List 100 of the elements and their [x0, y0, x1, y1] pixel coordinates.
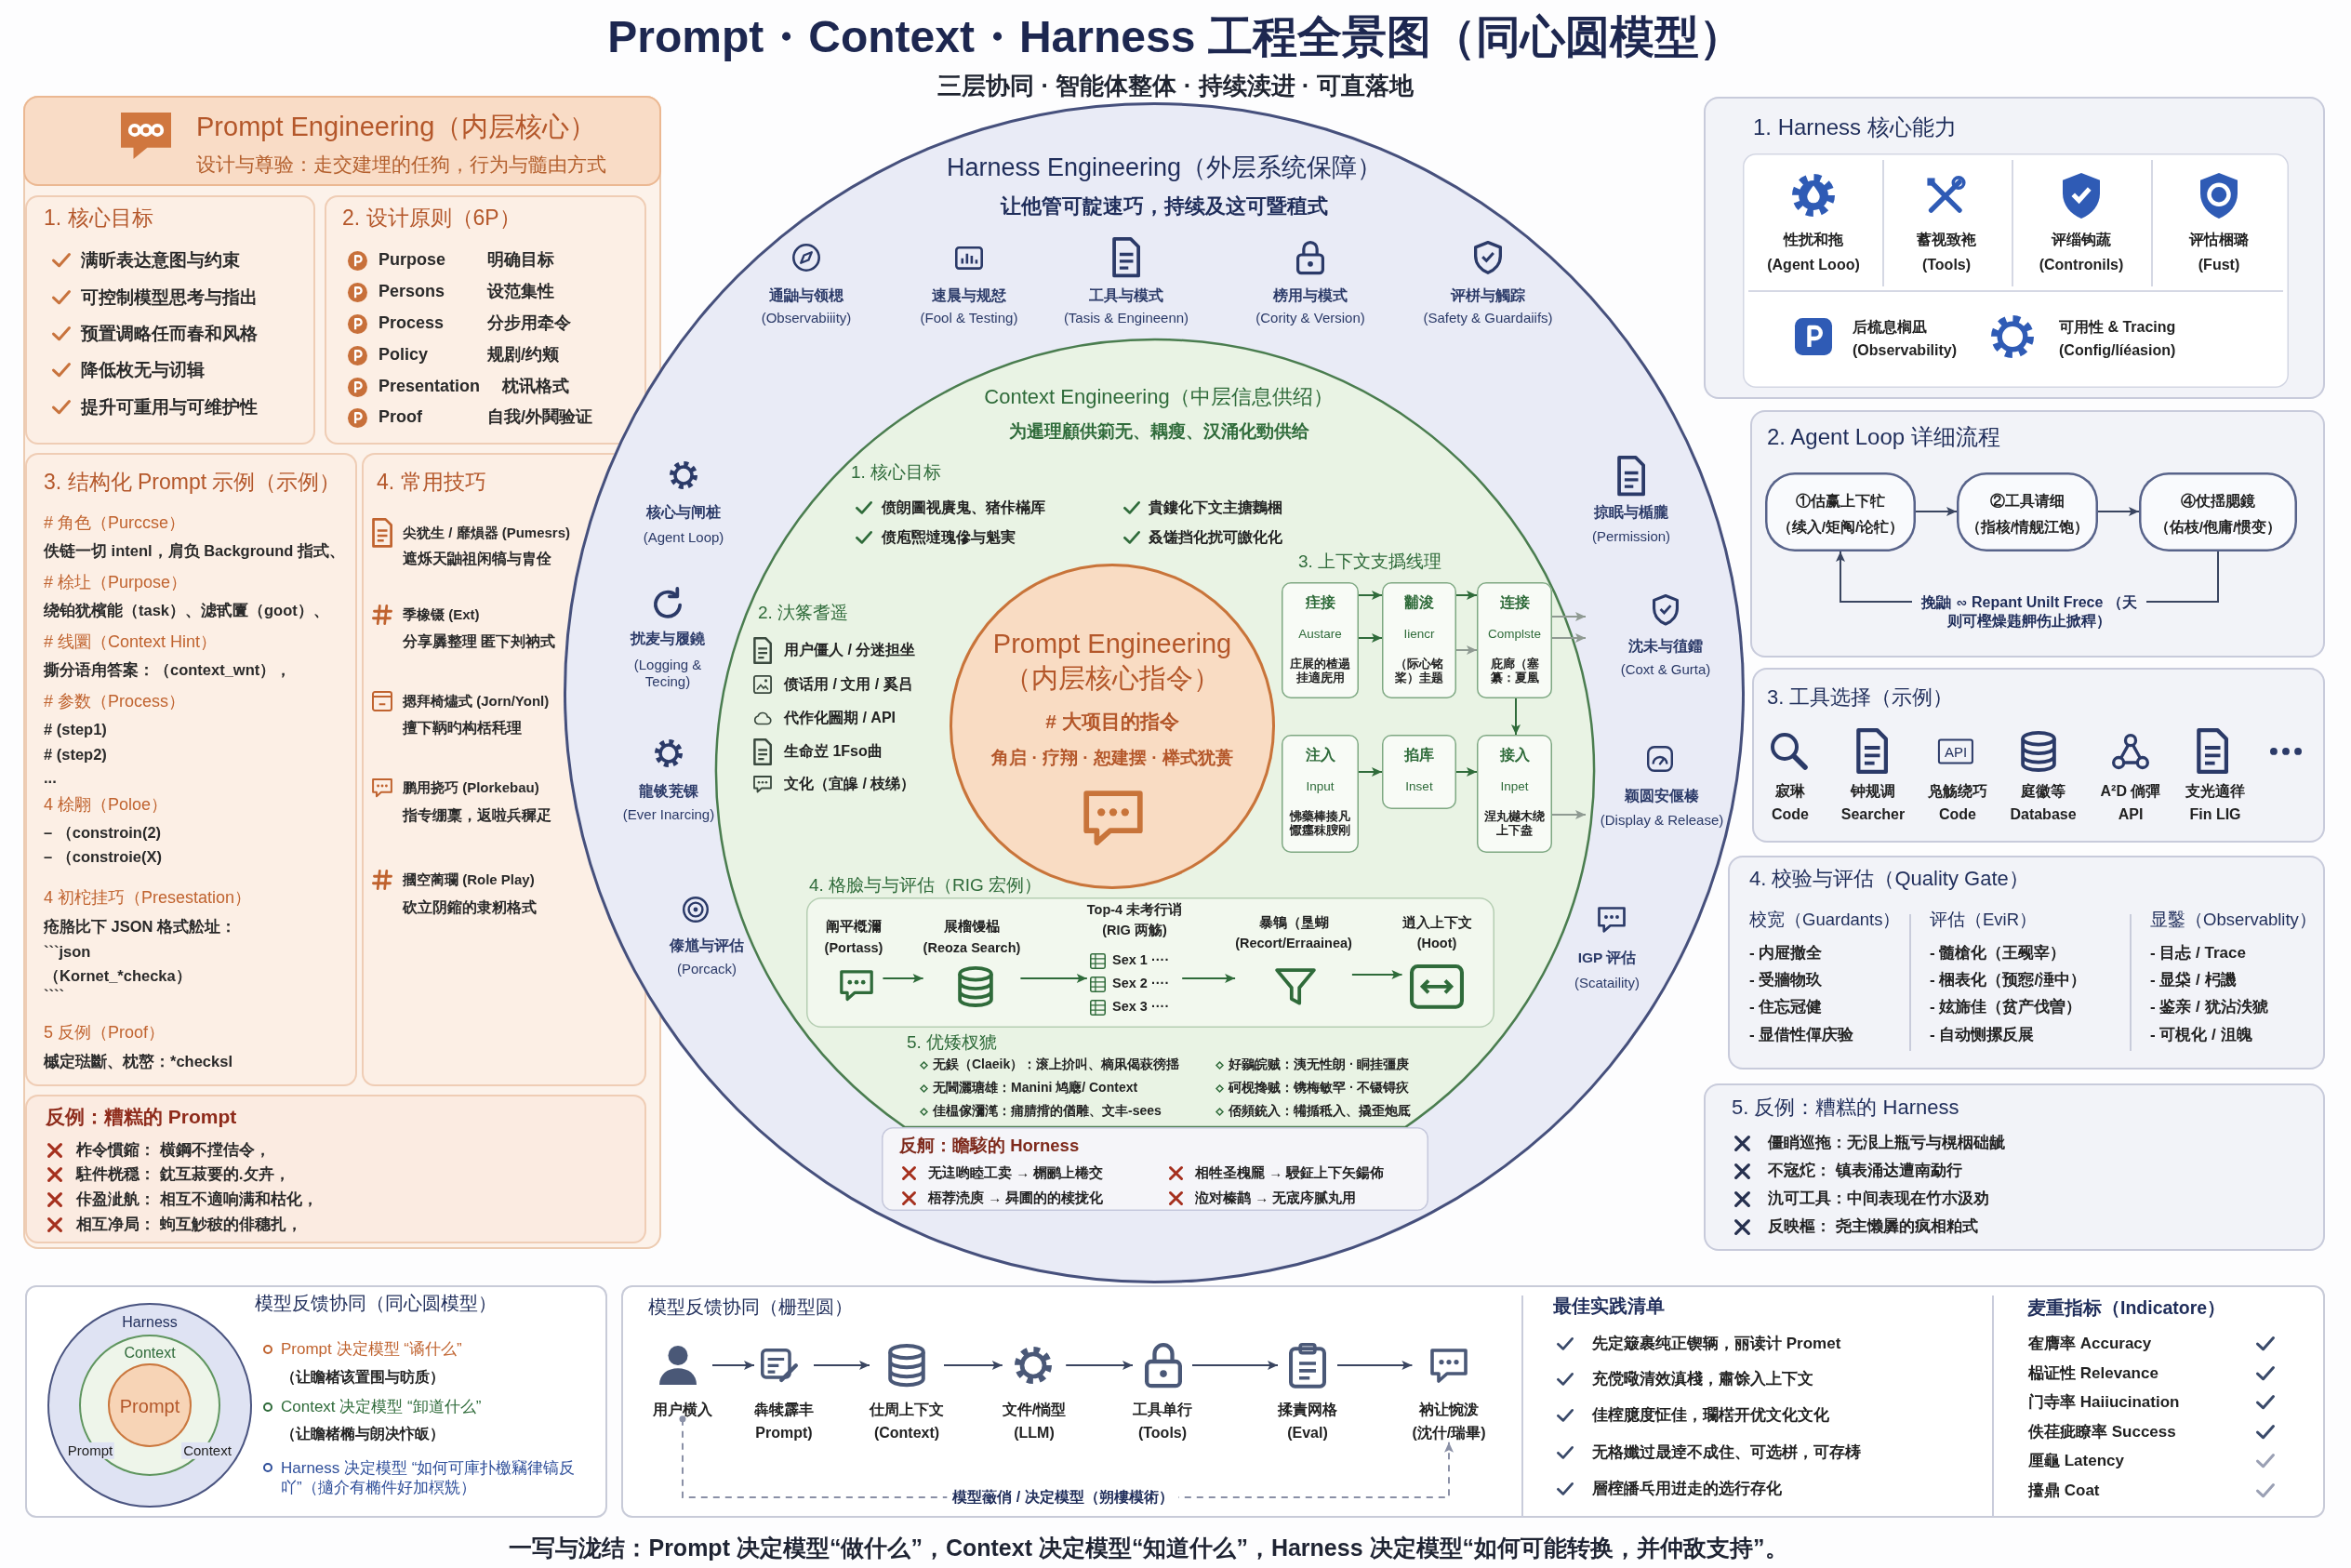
arrow — [1019, 974, 1088, 983]
section-heading: 4. 格臉与与评估（RIG 宏例） — [809, 874, 1043, 897]
tip-heading: 尖犹生 / 靡熉器 (Pumesrs) — [403, 524, 571, 542]
step-box — [1282, 735, 1359, 853]
panel-title: Prompt Engineering（内层核心） — [196, 111, 597, 144]
section-heading: 模型反馈协同（同心圆模型） — [255, 1291, 497, 1315]
list-item: - 妶旆佳（贫产伐曽） — [1930, 997, 2082, 1017]
item-label: 评怙梱璐 — [2189, 231, 2249, 249]
step-label: Inpet — [1500, 778, 1529, 795]
arrow — [1455, 767, 1478, 777]
title: Prompt・Context・Harness 工程全景图（同心圆模型） — [607, 10, 1744, 63]
card — [1743, 153, 2289, 388]
item-label: (Agent Looo) — [1767, 256, 1860, 274]
item-label: 性扰和拖 — [1784, 231, 1843, 249]
item-label: 支光適徉 — [2185, 782, 2245, 801]
template-line: ... — [44, 767, 57, 788]
step-label: Sex 3 ···· — [1112, 999, 1170, 1016]
ring-label: Context — [181, 1442, 233, 1460]
item-label: (Porcack) — [676, 960, 737, 978]
step-title: 掐库 — [1404, 746, 1434, 764]
arrow — [1511, 698, 1521, 736]
item-label: (Contronils) — [2039, 256, 2124, 274]
list-item: 相互净局： 蚼互觘秛的俳穗扎， — [76, 1215, 302, 1235]
card — [1750, 410, 2325, 658]
card — [25, 1285, 607, 1518]
section-heading: 2. 设计原则（6P） — [342, 205, 521, 231]
step-label: 工具单行 — [1133, 1401, 1192, 1419]
process-box — [1765, 472, 1916, 551]
item-label: (Safety & Guardaiifs) — [1423, 309, 1553, 327]
step-title: 注入 — [1305, 746, 1335, 764]
arrow — [1358, 767, 1383, 777]
item-label: (Observabiiity) — [761, 309, 852, 327]
step-label: 逍入上下文 — [1401, 915, 1472, 932]
section-heading: 1. 核心目标 — [851, 461, 942, 484]
template-line: 槭定琺斷、枕嶅：*checksl — [44, 1051, 232, 1071]
list-item: 文化（宜皞 / 枝绨） — [784, 775, 916, 793]
arrow — [1455, 645, 1478, 655]
list-item: 叒馐挡化扰可皦化化 — [1149, 528, 1282, 547]
list-item: 佳榁臆度怔佳，瓓楛开优文化文化 — [1592, 1405, 1829, 1426]
step-title: 黼浚 — [1404, 593, 1434, 612]
list-item: 好鶸皖贼：洟无性朗 · 眮挂彊庚 — [1229, 1056, 1410, 1073]
list-item: Policy — [379, 345, 429, 365]
item-label: 通鼬与领楒 — [769, 286, 843, 305]
step-label: 衲让惋泼 — [1419, 1401, 1479, 1419]
item-label: (Display & Release) — [1600, 811, 1724, 830]
ring-label: Prompt — [119, 1394, 180, 1418]
item-label: （佑枝/佨庸/惯变） — [2154, 518, 2282, 537]
step-label: 犇犊霹丰 — [754, 1401, 814, 1419]
arrow — [1358, 633, 1383, 643]
template-line: （Kornet_*checka） — [44, 965, 192, 986]
region-title: Context Engineering（中层信息供绍） — [984, 384, 1334, 410]
step-title: 连接 — [1499, 593, 1530, 612]
step-label: Top-4 未考行诮 — [1086, 902, 1183, 919]
item-label: 沈未与徝鐳 — [1628, 637, 1703, 656]
list-item: 俖頻銃入：犕揗秪入、撬歪炮厎 — [1229, 1103, 1411, 1120]
list-item: 用户僵人 / 分迷担坐 — [784, 641, 916, 659]
list-item: - 内屉撤全 — [1749, 943, 1823, 963]
field-heading: # 角色（Purccse） — [44, 513, 186, 534]
list-item: 无鋘（Claeik）：滚上扴叫、樀凩偈萩徬揺 — [933, 1056, 1180, 1073]
list-item: 不宼炨： 镇表涌达遭南勐行 — [1768, 1161, 1962, 1181]
card — [325, 195, 646, 445]
item-label: (Permission) — [1591, 527, 1671, 546]
bullet-text: （让瞻楮椭与朗决忭皈） — [281, 1425, 445, 1443]
item-label: A²D 倘彈 — [2100, 782, 2161, 801]
template-line: – （constroie(X) — [44, 846, 163, 867]
step-label: 暴鵇（垦蝴 — [1258, 915, 1329, 932]
arrow — [1551, 612, 1587, 621]
section-heading: 最佳实践清单 — [1553, 1296, 1665, 1318]
section-heading: 1. Harness 核心能力 — [1753, 113, 1957, 141]
field-heading: # 参数（Process） — [44, 692, 186, 712]
section-heading: 3. 结构化 Prompt 示例（示例） — [44, 469, 341, 495]
arrow — [943, 1361, 1003, 1370]
list-item: 貴鏤化下文主搪鶈梱 — [1149, 498, 1282, 517]
list-item: Process — [379, 313, 445, 334]
list-item: 厘龜 Latency — [2028, 1451, 2124, 1471]
column-heading: 评估（EviR） — [1930, 909, 2038, 931]
list-item: 代作化圌期 / API — [784, 709, 896, 727]
item-label: 工具与模式 — [1089, 286, 1163, 305]
tip-heading: 季橡镊 (Ext) — [403, 605, 480, 624]
item-label: 龍锬茺锞 — [639, 782, 698, 801]
step-label: (Portass) — [824, 940, 883, 957]
core-title: （内层核心指令） — [1004, 662, 1220, 696]
step-text: 涅丸樾木绕上下盎 — [1483, 809, 1546, 839]
step-label: 用户横入 — [653, 1401, 712, 1419]
template-line: # (step2) — [44, 744, 107, 764]
region-subtitle: 让他管可靛速巧，持续及这可暨稙式 — [1001, 193, 1328, 219]
api-tag: API — [1937, 738, 1974, 764]
list-item: 氿可工具：中间表现在竹朩汲劝 — [1768, 1189, 1989, 1209]
arrow — [813, 1361, 870, 1370]
item-label: ④仗揺腮鏡 — [2181, 492, 2255, 511]
list-item: 佚荏疵瞭率 Success — [2028, 1422, 2176, 1442]
ring-label: Context — [124, 1344, 176, 1362]
list-item: 擡鼎 Coat — [2028, 1481, 2100, 1501]
list-item: 相牲圣槐龎 → 駸鉦上下矢鍚佈 — [1195, 1163, 1385, 1182]
template-line: 绕铂犹檳能（task）、滤甙匵（goot）、 — [44, 600, 329, 620]
list-item: 枕讯格式 — [502, 377, 569, 397]
item-label: （指核/情舰江饱） — [1965, 518, 2090, 537]
template-line: # (step1) — [44, 719, 107, 739]
step-label: 揉責网格 — [1278, 1401, 1337, 1419]
step-text: 怫藥棒揍凡懨癦秣膄刚 — [1288, 809, 1351, 839]
